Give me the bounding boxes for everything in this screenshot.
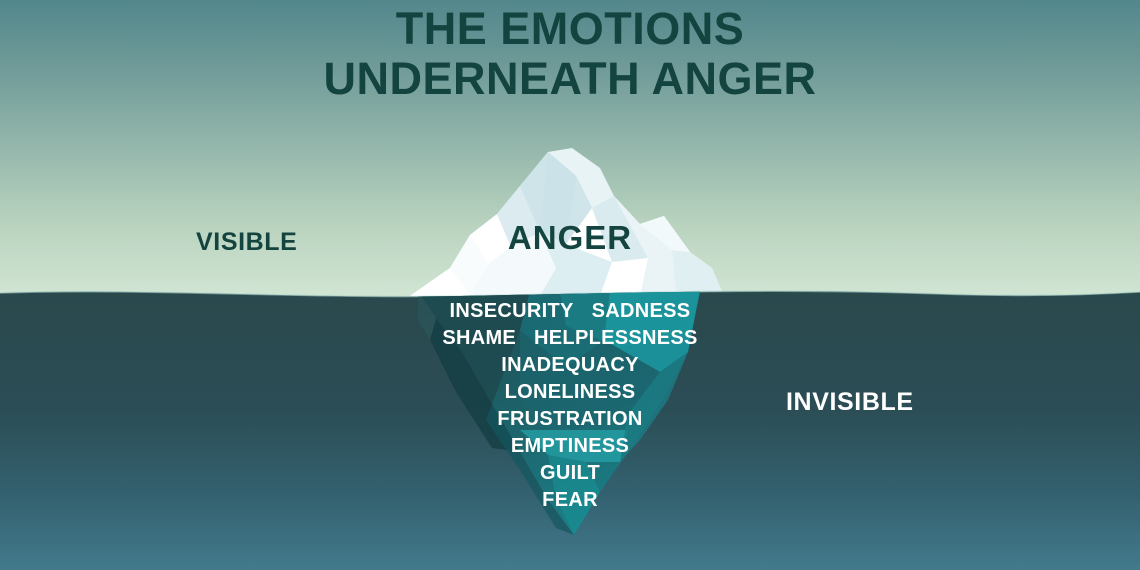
label-visible: VISIBLE xyxy=(196,228,298,256)
iceberg-underwater xyxy=(418,291,700,535)
iceberg-tip xyxy=(410,148,724,296)
label-invisible: INVISIBLE xyxy=(786,388,914,416)
